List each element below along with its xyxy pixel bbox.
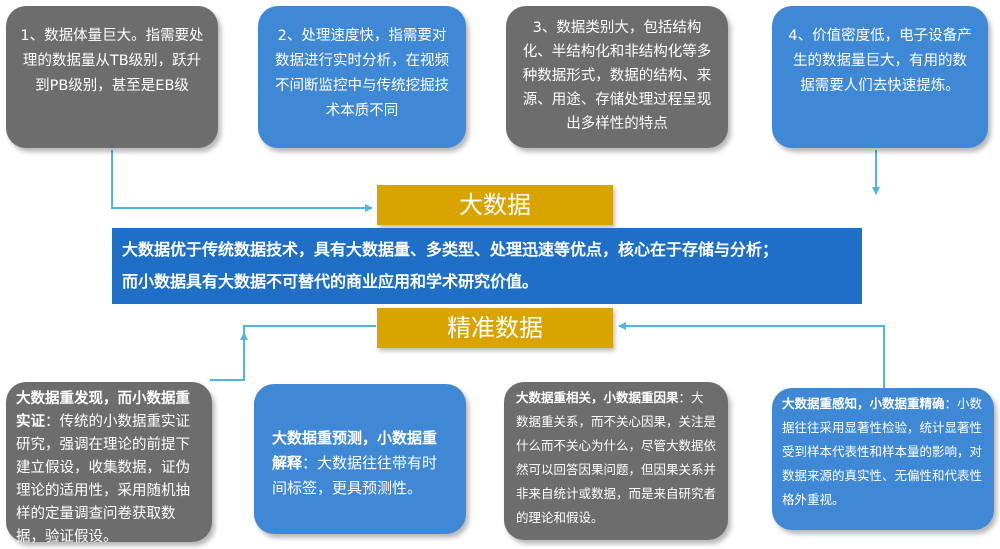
arrow-box1-to-bigdata [111,150,373,212]
feature-box-value: 4、价值密度低，电子设备产生的数据量巨大，有用的数据需要人们去快速提炼。 [772,6,988,148]
feature-box-variety: 3、数据类别大，包括结构化、半结构化和非结构化等多种数据形式，数据的结构、来源、… [506,6,728,148]
compare-box-correlation: 大数据重相关，小数据重因果：大数据重关系，而不关心因果，关注是什么而不关心为什么… [504,382,728,540]
center-summary-line1: 大数据优于传统数据技术，具有大数据量、多类型、处理迅速等优点，核心在于存储与分析… [122,240,779,259]
center-summary-line2: 而小数据具有大数据不可替代的商业应用和学术研究价值。 [122,272,539,291]
center-summary: 大数据优于传统数据技术，具有大数据量、多类型、处理迅速等优点，核心在于存储与分析… [112,228,862,304]
compare-box-title: 大数据重相关，小数据重因果 [516,390,679,405]
feature-box-volume: 1、数据体量巨大。指需要处理的数据量从TB级别，跃升到PB级别，甚至是EB级 [6,6,218,148]
compare-box-body: ：大数据重关系，而不关心因果，关注是什么而不关心为什么，尽管大数据依然可以回答因… [516,390,717,525]
arrow-box8-to-precise [618,322,885,388]
feature-box-velocity: 2、处理速度快，指需要对数据进行实时分析，在视频不间断监控中与传统挖掘技术本质不… [258,6,466,148]
compare-box-title: 大数据重感知，小数据重精确 [782,396,945,411]
compare-box-discovery: 大数据重发现，而小数据重实证：传统的小数据重实证研究，强调在理论的前提下建立假设… [6,382,212,545]
big-data-banner: 大数据 [377,185,613,225]
arrow-precise-to-box1 [210,325,376,381]
compare-box-body: ：传统的小数据重实证研究，强调在理论的前提下建立假设，收集数据，证伪理论的适用性… [16,414,190,545]
precise-data-banner: 精准数据 [377,308,613,348]
compare-box-body: ：大数据往往带有时间标签，更具预测性。 [272,454,438,497]
compare-box-body: ：小数据往往采用显著性检验，统计显著性受到样本代表性和样本量的影响，对数据来源的… [782,396,983,507]
compare-box-prediction: 大数据重预测，小数据重解释：大数据往往带有时间标签，更具预测性。 [254,384,466,534]
compare-box-perception: 大数据重感知，小数据重精确：小数据往往采用显著性检验，统计显著性受到样本代表性和… [772,388,994,530]
compare-box-title: 大数据重发现，而小数据重实证 [16,391,190,430]
compare-box-title: 大数据重预测，小数据重解释 [272,429,438,472]
